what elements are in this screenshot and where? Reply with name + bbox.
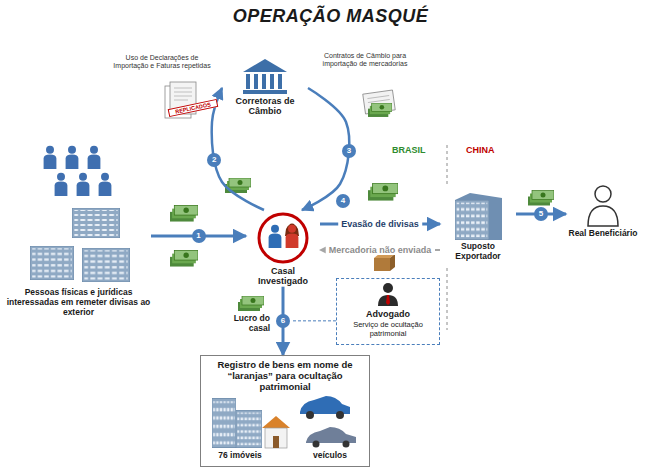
node-title: Registro de bens em nome de “laranjas” p… <box>207 360 363 393</box>
vehicle-label: veículos <box>300 451 360 461</box>
contracts-icon <box>363 90 395 117</box>
company-buildings <box>30 208 130 282</box>
callout-number: 4 <box>336 194 350 208</box>
broker-node: Corretoras de Câmbio <box>222 56 308 117</box>
people-icon <box>44 146 112 196</box>
node-title: Pessoas físicas e jurídicas interessadas… <box>6 288 151 317</box>
country-label: BRASIL <box>392 145 436 155</box>
bank-icon <box>243 59 287 94</box>
property-label: 76 imóveis <box>208 451 272 461</box>
property-icons <box>212 398 290 448</box>
node-title: Advogado <box>341 309 435 319</box>
callout-number: 3 <box>342 144 356 158</box>
lawyer-icon <box>378 283 398 306</box>
money-icon <box>170 178 554 311</box>
beneficiary-node: Real Beneficiário <box>566 183 640 239</box>
edge-label: Evasão de divisas <box>338 219 422 229</box>
flow-arrow <box>212 88 264 210</box>
beneficiary-icon <box>588 186 618 226</box>
note-text: Contratos de Câmbio para importação de m… <box>322 52 408 68</box>
node-body: Serviço de ocultação patrimonial <box>341 321 435 338</box>
border-line <box>447 145 448 330</box>
senders-node: Pessoas físicas e jurídicas interessadas… <box>6 140 151 317</box>
edge-label: Mercadoria não enviada <box>326 245 435 255</box>
callout-number: 5 <box>534 207 548 221</box>
lawyer-box: AdvogadoServiço de ocultação patrimonial <box>336 278 440 345</box>
exporter-node: Suposto Exportador <box>440 190 516 262</box>
callout-number: 1 <box>192 229 206 243</box>
leader-line <box>292 320 336 321</box>
country-label: CHINA <box>466 145 510 155</box>
exporter-building <box>455 193 502 240</box>
node-title: Suposto Exportador <box>440 242 516 262</box>
callout-number: 2 <box>207 153 221 167</box>
goods-box-icon <box>374 254 395 271</box>
diagram-title: OPERAÇÃO MASQUÉ <box>0 6 661 27</box>
profit-label: Lucro do casal <box>214 314 270 334</box>
note-text: Uso de Declarações de Importação e Fatur… <box>112 54 212 70</box>
couple-icon <box>259 214 307 262</box>
node-title: Corretoras de Câmbio <box>222 96 308 117</box>
node-title: Casal Investigado <box>246 266 320 287</box>
node-title: Real Beneficiário <box>566 229 640 239</box>
vehicle-icons <box>300 396 356 448</box>
callout-number: 6 <box>276 314 290 328</box>
couple-node: Casal Investigado <box>246 210 320 287</box>
